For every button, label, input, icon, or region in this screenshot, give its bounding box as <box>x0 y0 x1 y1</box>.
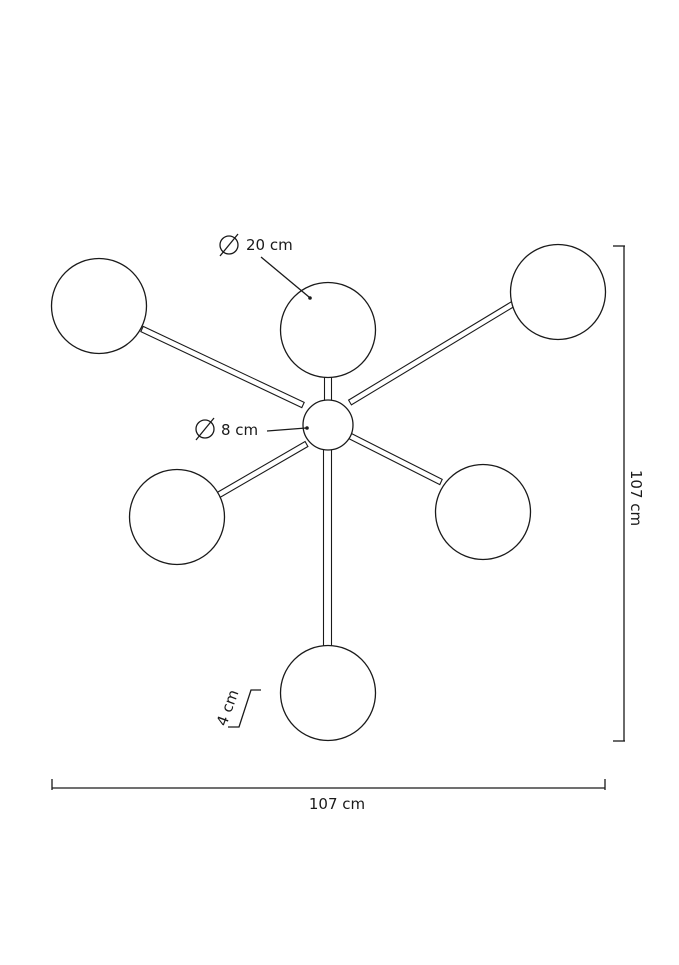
globe-top-right <box>509 243 607 341</box>
globe-leader-dot <box>308 296 312 300</box>
globe-leader-line <box>260 256 310 298</box>
arm-width-label: 4 cm <box>213 687 243 728</box>
arm-top <box>323 375 333 403</box>
height-dimension: 107 cm <box>613 245 645 742</box>
arm-width-annotation: 4 cm <box>213 687 261 728</box>
diameter-icon <box>195 417 215 441</box>
hub-diameter-label: 8 cm <box>221 421 258 439</box>
globe-top-left <box>50 257 148 355</box>
globe-top-center <box>279 281 377 379</box>
globe-lower-left <box>128 468 226 566</box>
width-label: 107 cm <box>309 795 365 813</box>
globes <box>50 243 607 742</box>
arm-bottom <box>322 447 333 647</box>
arm-lower-right <box>348 432 443 486</box>
center-hub <box>302 399 354 451</box>
height-label: 107 cm <box>627 470 645 526</box>
arm-lower-left <box>216 440 309 499</box>
diameter-icon <box>219 233 239 257</box>
hub-leader-dot <box>305 426 309 430</box>
globe-lower-right <box>434 463 532 561</box>
arm-top-left <box>140 325 305 409</box>
hub-diameter-annotation: 8 cm <box>195 417 309 441</box>
globe-diameter-label: 20 cm <box>246 236 293 254</box>
hub-leader-line <box>266 427 307 432</box>
globe-diameter-annotation: 20 cm <box>219 233 312 300</box>
globe-bottom <box>279 644 377 742</box>
arm-width-bracket <box>228 689 261 728</box>
width-dimension: 107 cm <box>51 779 606 813</box>
